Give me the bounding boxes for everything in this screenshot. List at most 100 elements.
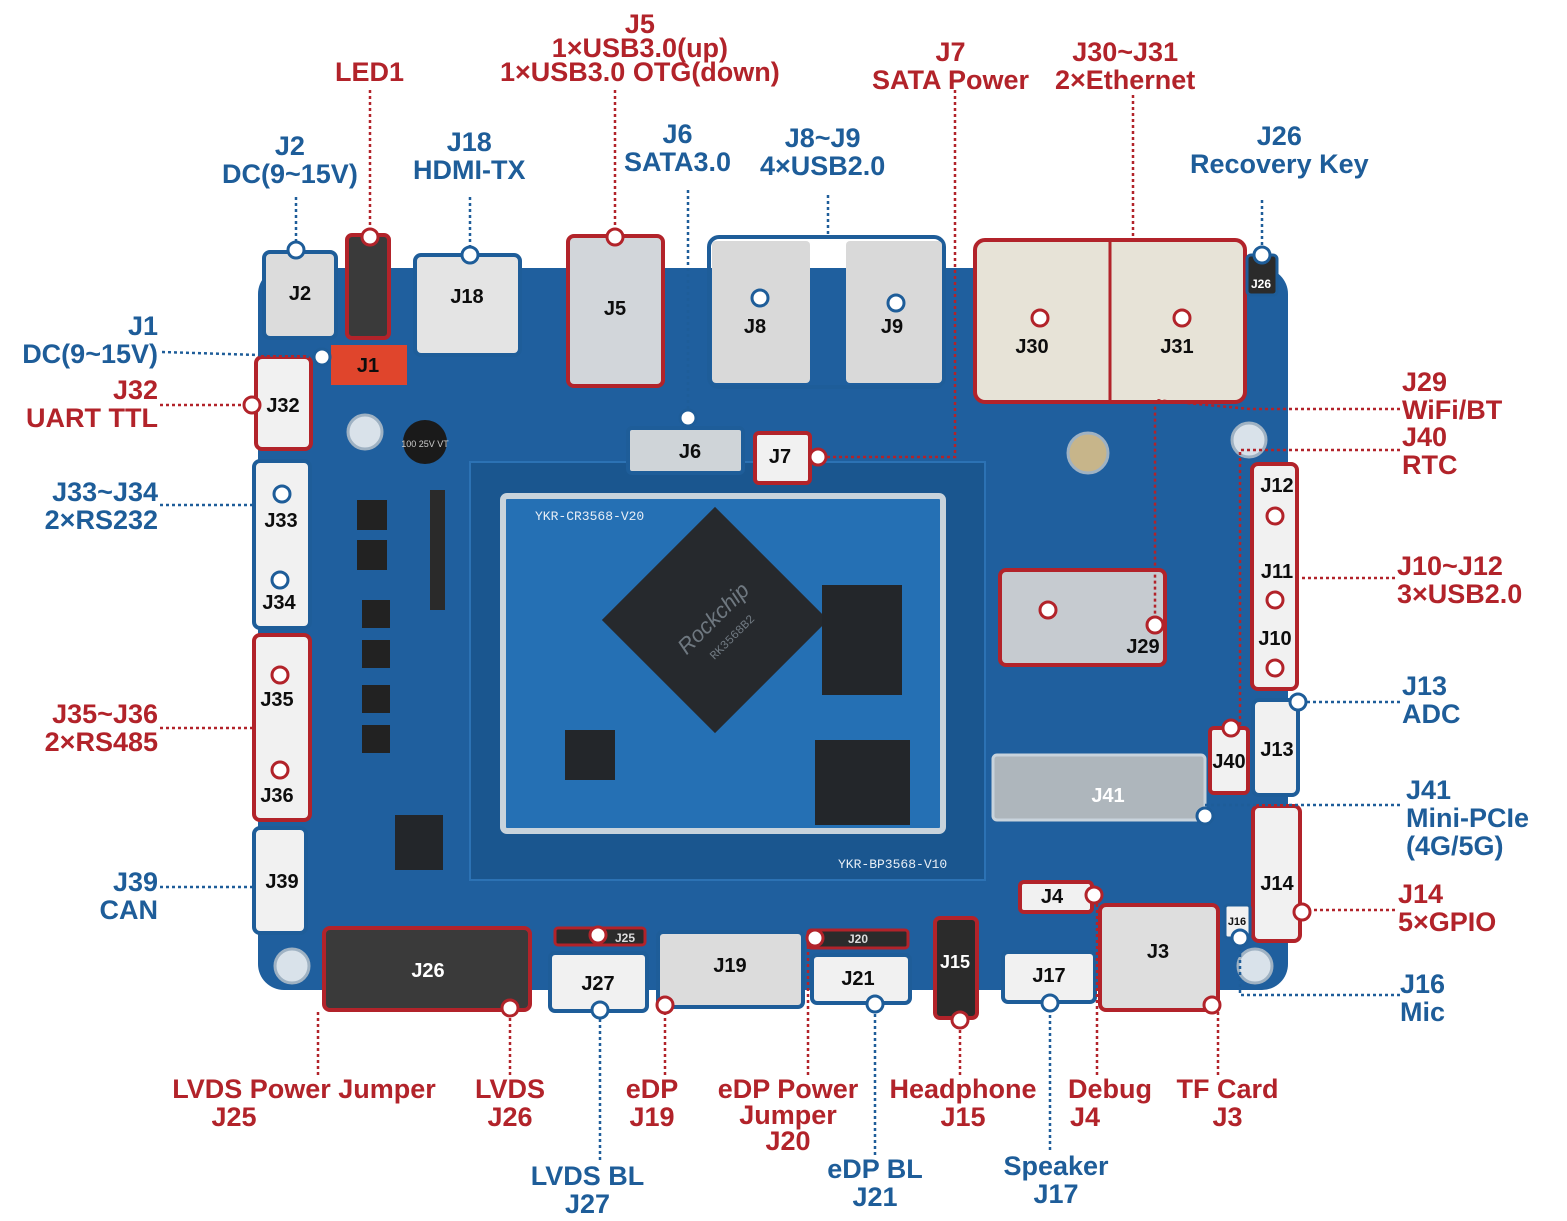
callout-j26-id: J26	[487, 1102, 533, 1132]
callout-j15-id: J15	[940, 1102, 986, 1132]
callout-j20-desc1: eDP Power	[717, 1074, 859, 1104]
callout-j19-desc: eDP	[625, 1074, 679, 1104]
callout-j29: J29 WiFi/BT	[1402, 368, 1502, 424]
callout-j3-id: J3	[1212, 1102, 1243, 1132]
callout-j18-id: J18	[446, 127, 492, 157]
callout-j1: J1 DC(9~15V)	[14, 312, 158, 368]
conn-j18: J18	[450, 286, 483, 308]
conn-j26: J26	[411, 960, 444, 982]
callout-j21: eDP BL J21	[820, 1155, 930, 1211]
callout-j27-id: J27	[564, 1189, 611, 1219]
callout-j20-id: J20	[765, 1126, 811, 1156]
conn-j3: J3	[1147, 941, 1169, 963]
conn-j9: J9	[881, 316, 903, 338]
callout-j18-desc: HDMI-TX	[413, 155, 526, 185]
soc-chip	[601, 506, 829, 734]
callout-j21-id: J21	[852, 1182, 898, 1212]
callout-j1-desc: DC(9~15V)	[22, 339, 158, 369]
callout-led1: LED1	[335, 58, 404, 86]
conn-j33: J33	[264, 510, 297, 532]
callout-j25-desc: LVDS Power Jumper	[172, 1074, 436, 1104]
electrolytic-capacitor	[403, 420, 447, 464]
conn-j29: J29	[1126, 636, 1159, 658]
callout-j8-j9: J8~J9 4×USB2.0	[760, 124, 885, 180]
callout-j10-j12: J10~J12 3×USB2.0	[1397, 552, 1522, 608]
callout-j41-desc2: (4G/5G)	[1406, 831, 1504, 861]
callout-j19: eDP J19	[612, 1075, 692, 1131]
callout-j19-id: J19	[629, 1102, 675, 1132]
capacitor-label: 100 25V VT	[401, 439, 449, 449]
callout-j39-desc: CAN	[99, 895, 159, 925]
conn-j1: J1	[357, 355, 379, 377]
conn-j39: J39	[265, 871, 298, 893]
callout-j3-desc: TF Card	[1176, 1074, 1279, 1104]
conn-j34: J34	[262, 592, 296, 614]
callout-j16: J16 Mic	[1400, 970, 1445, 1026]
qfn-chip	[395, 815, 443, 870]
callout-j17-desc: Speaker	[1003, 1151, 1109, 1181]
callout-j41-desc1: Mini-PCIe	[1406, 803, 1530, 833]
core-silkscreen: YKR-CR3568-V20	[535, 509, 644, 524]
callout-j5-line2: 1×USB3.0 OTG(down)	[500, 57, 780, 87]
callout-j39-id: J39	[112, 867, 158, 897]
conn-j2: J2	[289, 283, 311, 305]
carrier-silkscreen: YKR-BP3568-V10	[838, 857, 947, 872]
memory-chip-2	[815, 740, 910, 825]
callout-j35-j36: J35~J36 2×RS485	[14, 700, 158, 756]
callout-markers-blue	[270, 240, 1308, 1020]
callout-led1-id: LED1	[335, 57, 405, 87]
callout-j33-desc: 2×RS232	[44, 505, 158, 535]
connector-labels: J2 J1 J18 J5 J6 J7 J8 J9 J30 J31 J26 J32…	[260, 277, 1294, 995]
callout-j26r-desc: Recovery Key	[1190, 149, 1369, 179]
callout-j26-recovery: J26 Recovery Key	[1190, 122, 1369, 178]
conn-j31: J31	[1160, 336, 1193, 358]
callout-j25-id: J25	[211, 1102, 257, 1132]
callout-j32: J32 UART TTL	[14, 376, 158, 432]
callout-j35-id: J35~J36	[52, 699, 158, 729]
callout-markers-red	[242, 227, 1312, 1030]
conn-j32: J32	[266, 395, 299, 417]
conn-j14: J14	[1260, 873, 1294, 895]
conn-j27: J27	[581, 973, 614, 995]
conn-j10: J10	[1258, 628, 1291, 650]
callout-j15-desc: Headphone	[889, 1074, 1037, 1104]
callout-j17-id: J17	[1033, 1179, 1079, 1209]
callout-j21-desc: eDP BL	[827, 1154, 923, 1184]
conn-j41: J41	[1091, 785, 1124, 807]
conn-j8: J8	[744, 316, 766, 338]
pmic-chip	[565, 730, 615, 780]
callout-j30-desc: 2×Ethernet	[1055, 65, 1196, 95]
callout-j13-desc: ADC	[1402, 699, 1461, 729]
conn-j40: J40	[1212, 751, 1245, 773]
conn-j6: J6	[679, 441, 701, 463]
callout-j33-id: J33~J34	[52, 477, 158, 507]
memory-chip-1	[822, 585, 902, 695]
callout-j40: J40 RTC	[1402, 423, 1458, 479]
leader-lines-red	[160, 90, 1400, 1075]
callout-j7: J7 SATA Power	[872, 38, 1029, 94]
conn-j17: J17	[1032, 965, 1065, 987]
callout-j14: J14 5×GPIO	[1398, 880, 1496, 936]
conn-j20: J20	[848, 932, 868, 946]
callout-j8-desc: 4×USB2.0	[760, 151, 886, 181]
callout-j35-desc: 2×RS485	[44, 727, 158, 757]
callout-j27: LVDS BL J27	[525, 1162, 650, 1218]
callout-j2-desc: DC(9~15V)	[222, 159, 358, 189]
conn-j26-recovery: J26	[1251, 277, 1271, 291]
conn-j4: J4	[1041, 886, 1064, 908]
callout-j13: J13 ADC	[1402, 672, 1461, 728]
callout-j4: Debug J4	[1060, 1075, 1160, 1131]
callout-j14-desc: 5×GPIO	[1398, 907, 1497, 937]
conn-j19: J19	[713, 955, 746, 977]
callout-j6: J6 SATA3.0	[624, 120, 731, 176]
callout-j20-desc2: Jumper	[739, 1100, 837, 1130]
callout-j2-id: J2	[274, 131, 305, 161]
callout-j32-desc: UART TTL	[26, 403, 158, 433]
conn-j35: J35	[260, 689, 293, 711]
callout-j32-id: J32	[112, 375, 158, 405]
conn-j12: J12	[1260, 475, 1293, 497]
conn-j13: J13	[1260, 739, 1293, 761]
callout-j5: J5 1×USB3.0(up) 1×USB3.0 OTG(down)	[500, 10, 780, 86]
conn-j11: J11	[1261, 561, 1293, 583]
callout-j26-desc: LVDS	[474, 1074, 545, 1104]
